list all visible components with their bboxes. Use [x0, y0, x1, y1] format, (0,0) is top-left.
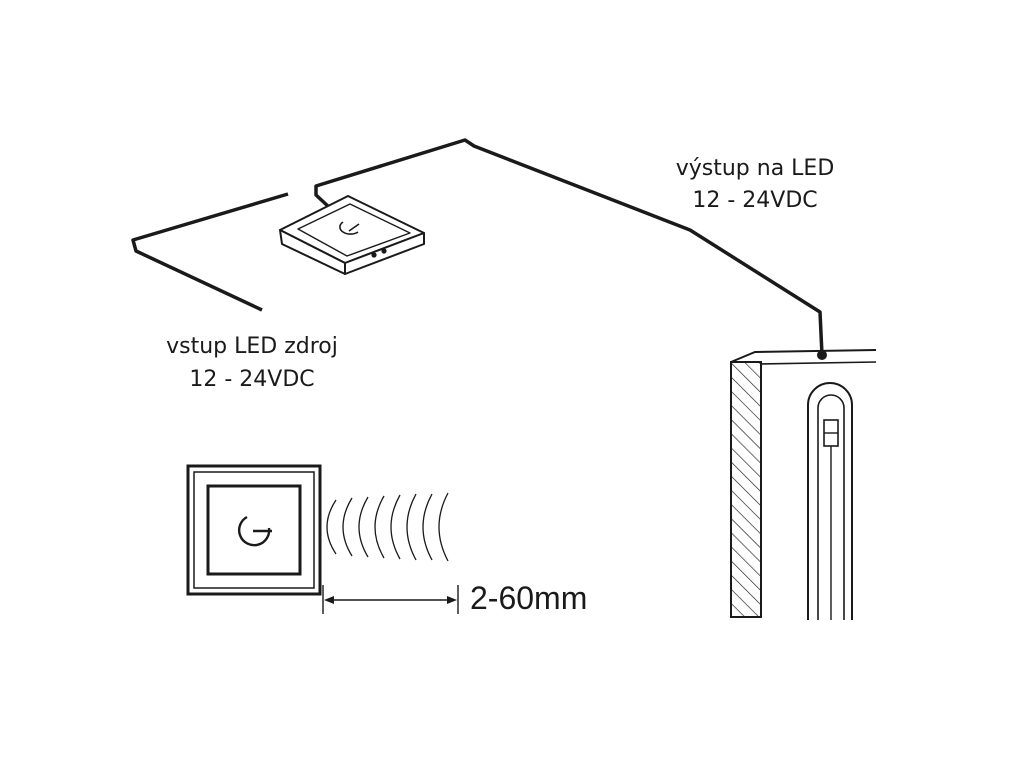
sensor-switch-front: [186, 464, 322, 596]
sensor-switch-module: [279, 195, 425, 275]
proximity-waves: [326, 492, 449, 562]
distance-dimension: [322, 585, 459, 614]
input-label-line2: 12 - 24VDC: [189, 367, 314, 392]
distance-label: 2-60mm: [470, 580, 587, 616]
output-label-line1: výstup na LED: [676, 156, 835, 181]
input-label-line1: vstup LED zdroj: [166, 334, 338, 359]
output-cable: [314, 138, 824, 356]
output-label-line2: 12 - 24VDC: [692, 188, 817, 213]
input-cable: [131, 192, 289, 312]
led-profile: [807, 350, 853, 620]
cabinet-section: [730, 349, 877, 618]
power-icon: [339, 221, 360, 235]
power-icon: [237, 515, 272, 547]
